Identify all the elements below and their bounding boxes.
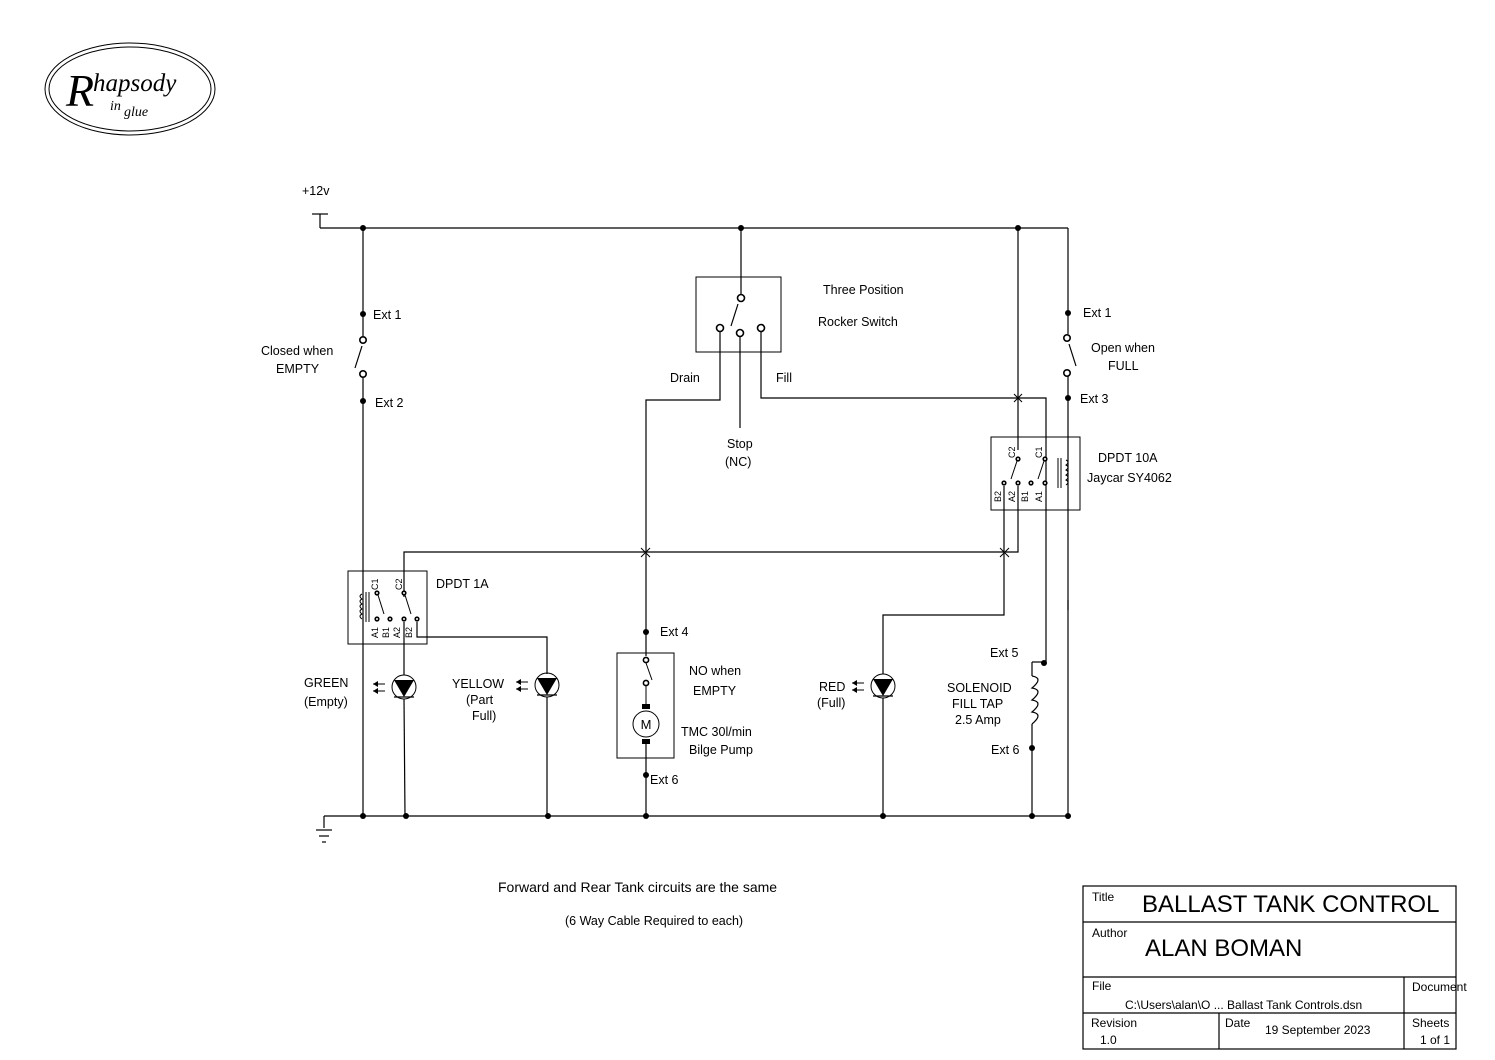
- yellow-led: YELLOW (Part Full): [452, 672, 560, 816]
- full-switch-ext-bottom: Ext 3: [1080, 392, 1109, 406]
- file-path: C:\Users\alan\O ... Ballast Tank Control…: [1125, 998, 1362, 1012]
- rhapsody-logo: R hapsody in glue: [44, 42, 216, 136]
- empty-switch-desc-2: EMPTY: [276, 362, 320, 376]
- solenoid-fill-tap: Ext 5 Ext 6 SOLENOID FILL TAP 2.5 Amp: [947, 646, 1047, 816]
- relay-dpdt-1a: C1 C2 A1 B1 A2 B2 DPDT 1A: [347, 570, 489, 645]
- solenoid-ext-bottom: Ext 6: [991, 743, 1020, 757]
- yellow-led-label-2: (Part: [466, 693, 494, 707]
- green-led-label-2: (Empty): [304, 695, 348, 709]
- relay-1a-coil: [359, 592, 370, 622]
- solenoid-label-2: FILL TAP: [952, 697, 1003, 711]
- relay-1a-label: DPDT 1A: [436, 577, 489, 591]
- solenoid-ext-top: Ext 5: [990, 646, 1019, 660]
- relay-10a-label-1: DPDT 10A: [1098, 451, 1158, 465]
- author-label: Author: [1092, 926, 1127, 940]
- pump-motor-symbol: M: [641, 717, 652, 732]
- rocker-drain-label: Drain: [670, 371, 700, 385]
- relay-10a-pin-a1: A1: [1034, 491, 1044, 502]
- pump-switch-desc-1: NO when: [689, 664, 741, 678]
- empty-switch-ext-bottom: Ext 2: [375, 396, 404, 410]
- red-led-label-1: RED: [819, 680, 845, 694]
- document-label: Document: [1412, 980, 1467, 994]
- empty-float-switch: Ext 1 Ext 2 Closed when EMPTY: [261, 228, 404, 816]
- rocker-title-2: Rocker Switch: [818, 315, 898, 329]
- ground-rail: [316, 813, 1071, 843]
- relay-10a-pin-a2: A2: [1007, 491, 1017, 502]
- relay-10a-pin-b1: B1: [1020, 491, 1030, 502]
- relay-10a-coil: [1057, 458, 1069, 488]
- drawing-title: BALLAST TANK CONTROL: [1142, 891, 1439, 918]
- solenoid-label-3: 2.5 Amp: [955, 713, 1001, 727]
- relay-dpdt-10a: C2 C1 B2 A2 B1 A1 DPDT 10A Jaycar SY4062: [990, 436, 1172, 511]
- green-led-label-1: GREEN: [304, 676, 348, 690]
- relay-10a-pin-b2: B2: [993, 491, 1003, 502]
- wire-crossing-mark: [999, 547, 1010, 558]
- empty-switch-ext-top: Ext 1: [373, 308, 402, 322]
- wire-crossing-mark: [640, 547, 651, 558]
- sheets-label: Sheets: [1412, 1016, 1449, 1030]
- pump-switch-desc-2: EMPTY: [693, 684, 737, 698]
- svg-text:in: in: [110, 99, 121, 114]
- full-float-switch: Ext 1 Ext 3 Open when FULL: [1063, 306, 1155, 816]
- green-led: GREEN (Empty): [304, 674, 417, 817]
- revision-value: 1.0: [1100, 1033, 1117, 1047]
- relay-10a-pin-c2: C2: [1007, 446, 1017, 458]
- relay-1a-pin-b2: B2: [404, 627, 414, 638]
- date-label: Date: [1225, 1016, 1251, 1030]
- pump-ext-top: Ext 4: [660, 625, 689, 639]
- full-switch-desc-1: Open when: [1091, 341, 1155, 355]
- svg-text:R: R: [65, 65, 94, 116]
- revision-label: Revision: [1091, 1016, 1137, 1030]
- relay-10a-pin-c1: C1: [1034, 446, 1044, 458]
- bilge-pump: M Ext 4 Ext 6 NO when EMPTY TMC 30l/min …: [616, 625, 753, 816]
- supply-symbol: +12v: [302, 184, 330, 228]
- relay-1a-pin-a1: A1: [370, 627, 380, 638]
- rocker-stop-label-2: (NC): [725, 455, 751, 469]
- svg-text:glue: glue: [124, 105, 148, 120]
- rocker-switch: Three Position Rocker Switch Drain Fill …: [645, 228, 1047, 662]
- wire-crossing-mark: [1013, 393, 1023, 403]
- relay-1a-pin-a2: A2: [392, 627, 402, 638]
- empty-switch-desc-1: Closed when: [261, 344, 333, 358]
- sheets-value: 1 of 1: [1420, 1033, 1450, 1047]
- pump-desc-1: TMC 30l/min: [681, 725, 752, 739]
- rocker-fill-label: Fill: [776, 371, 792, 385]
- rocker-stop-label-1: Stop: [727, 437, 753, 451]
- author-name: ALAN BOMAN: [1145, 935, 1302, 962]
- pump-desc-2: Bilge Pump: [689, 743, 753, 757]
- relay-10a-label-2: Jaycar SY4062: [1087, 471, 1172, 485]
- note-line-2: (6 Way Cable Required to each): [565, 914, 743, 928]
- yellow-led-label-3: Full): [472, 709, 496, 723]
- full-switch-ext-top: Ext 1: [1083, 306, 1112, 320]
- pump-ext-bottom: Ext 6: [650, 773, 679, 787]
- relay-1a-pin-b1: B1: [381, 627, 391, 638]
- red-led: RED (Full): [817, 673, 896, 816]
- positive-rail: [320, 225, 1069, 312]
- title-label: Title: [1092, 890, 1115, 904]
- svg-text:hapsody: hapsody: [93, 70, 177, 97]
- solenoid-label-1: SOLENOID: [947, 681, 1012, 695]
- relay-1a-pin-c1: C1: [370, 578, 380, 590]
- relay-1a-pin-c2: C2: [394, 578, 404, 590]
- rocker-title-1: Three Position: [823, 283, 904, 297]
- note-line-1: Forward and Rear Tank circuits are the s…: [498, 879, 777, 895]
- title-block: Title BALLAST TANK CONTROL Author ALAN B…: [1082, 885, 1467, 1050]
- red-led-label-2: (Full): [817, 696, 845, 710]
- supply-label: +12v: [302, 184, 330, 198]
- date-value: 19 September 2023: [1265, 1023, 1371, 1037]
- file-label: File: [1092, 979, 1112, 993]
- full-switch-desc-2: FULL: [1108, 359, 1139, 373]
- yellow-led-label-1: YELLOW: [452, 677, 504, 691]
